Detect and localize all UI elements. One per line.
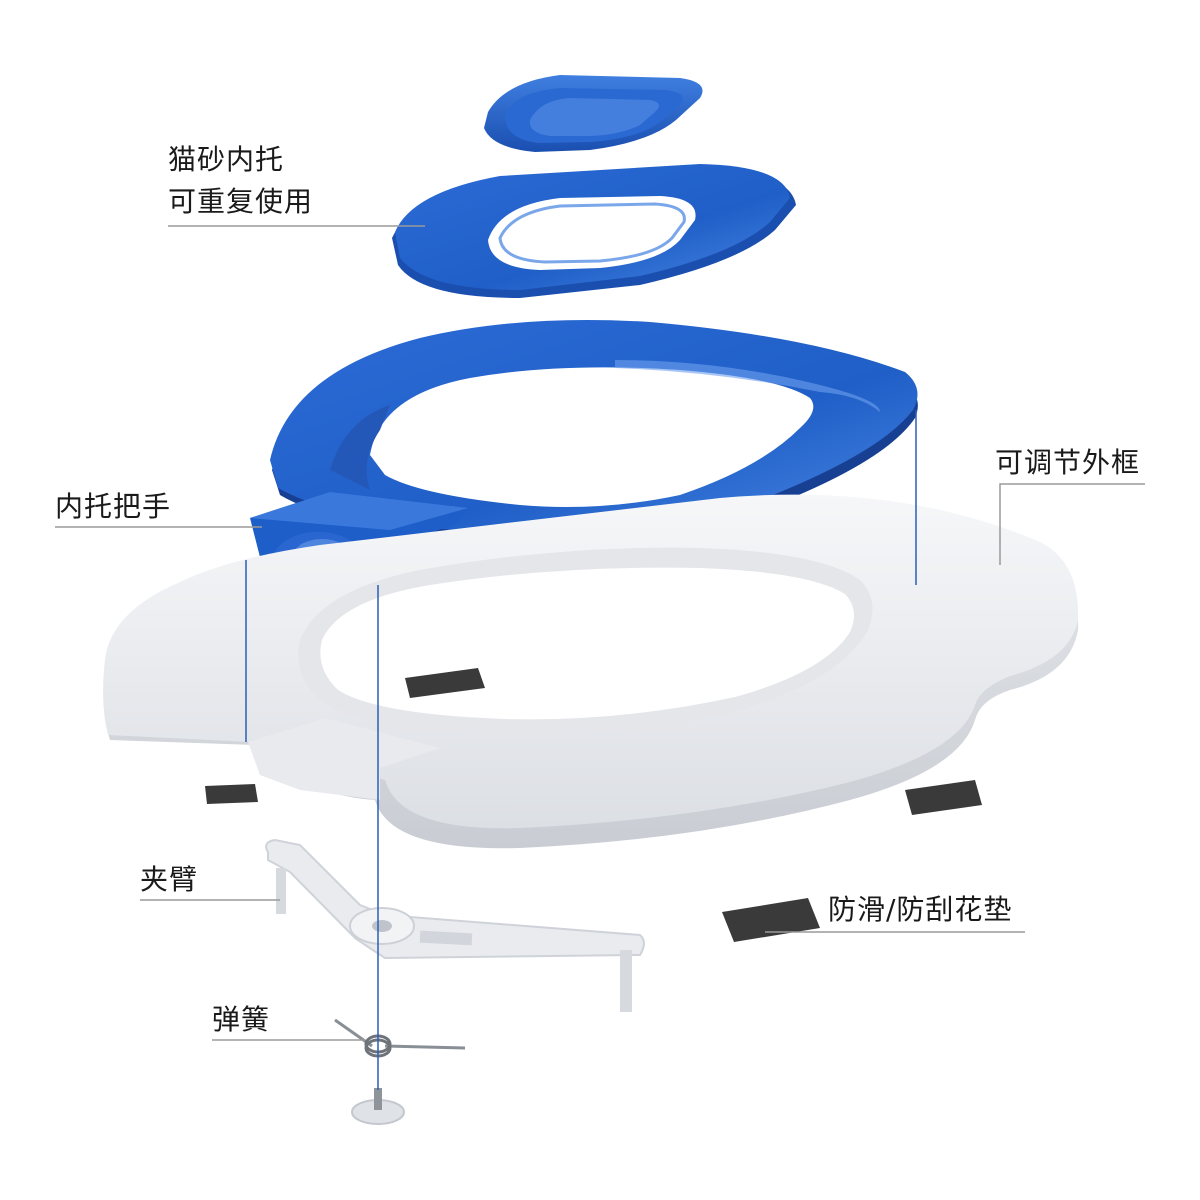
blue-inner-tray (270, 320, 918, 545)
clamp-arm (265, 838, 645, 1012)
label-anti-slip-pad: 防滑/防刮花垫 (828, 893, 1013, 926)
leader-lines (55, 225, 1145, 1041)
label-litter-tray-reusable-line2: 可重复使用 (168, 185, 314, 218)
base-screw (351, 1088, 405, 1125)
pad-2 (205, 784, 258, 804)
pad-3 (905, 780, 982, 815)
label-spring: 弹簧 (212, 1003, 271, 1036)
label-tray-handle: 内托把手 (55, 490, 172, 523)
label-adjustable-frame: 可调节外框 (995, 446, 1141, 479)
adjustable-frame (103, 494, 1079, 849)
label-litter-tray-reusable-line1: 猫砂内托 (168, 143, 285, 176)
pad-1 (405, 668, 485, 698)
small-litter-tray (484, 75, 703, 152)
label-clamp-arm: 夹臂 (140, 863, 199, 896)
guide-lines (245, 410, 917, 1090)
ring-litter-tray (392, 164, 796, 298)
spring (334, 1018, 466, 1058)
pad-4 (722, 898, 820, 942)
anti-slip-pads (205, 668, 982, 942)
